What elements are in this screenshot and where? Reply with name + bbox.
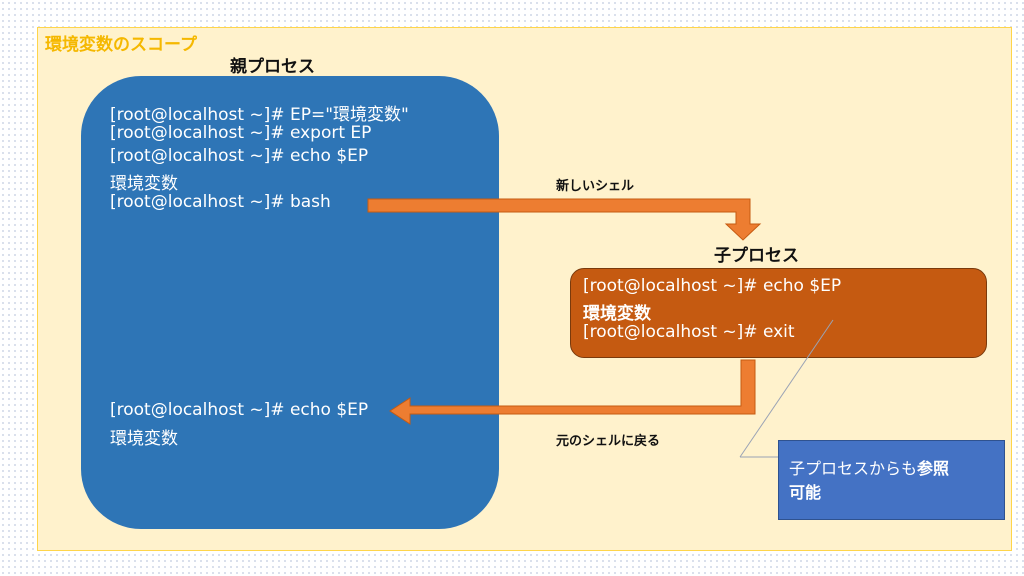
parent-line-3: [root@localhost ~]# echo $EP [110,146,369,166]
frame-title: 環境変数のスコープ [45,35,197,55]
child-line-2: 環境変数 [583,304,651,324]
parent-line-4: 環境変数 [110,174,178,194]
parent-process-box [81,76,499,529]
child-process-label: 子プロセス [714,246,799,266]
parent-line-1: [root@localhost ~]# EP="環境変数" [110,105,409,125]
child-line-3: [root@localhost ~]# exit [583,322,795,342]
new-shell-arrow [367,198,762,241]
callout-pointer [739,319,834,458]
parent-line-5: [root@localhost ~]# bash [110,192,331,212]
parent-line-after-2: 環境変数 [110,429,178,449]
parent-line-2: [root@localhost ~]# export EP [110,123,372,143]
child-line-1: [root@localhost ~]# echo $EP [583,276,842,296]
callout-text: 子プロセスからも [789,459,918,478]
callout-text-bold-2: 可能 [789,483,822,502]
return-shell-arrow [389,359,756,425]
parent-process-label: 親プロセス [230,57,315,77]
return-shell-label: 元のシェルに戻る [556,434,661,449]
callout-text-bold-1: 参照 [917,459,950,478]
new-shell-label: 新しいシェル [556,179,635,194]
parent-line-after-1: [root@localhost ~]# echo $EP [110,400,369,420]
reference-callout: 子プロセスからも参照 可能 [778,440,1005,520]
child-process-box [570,268,987,358]
